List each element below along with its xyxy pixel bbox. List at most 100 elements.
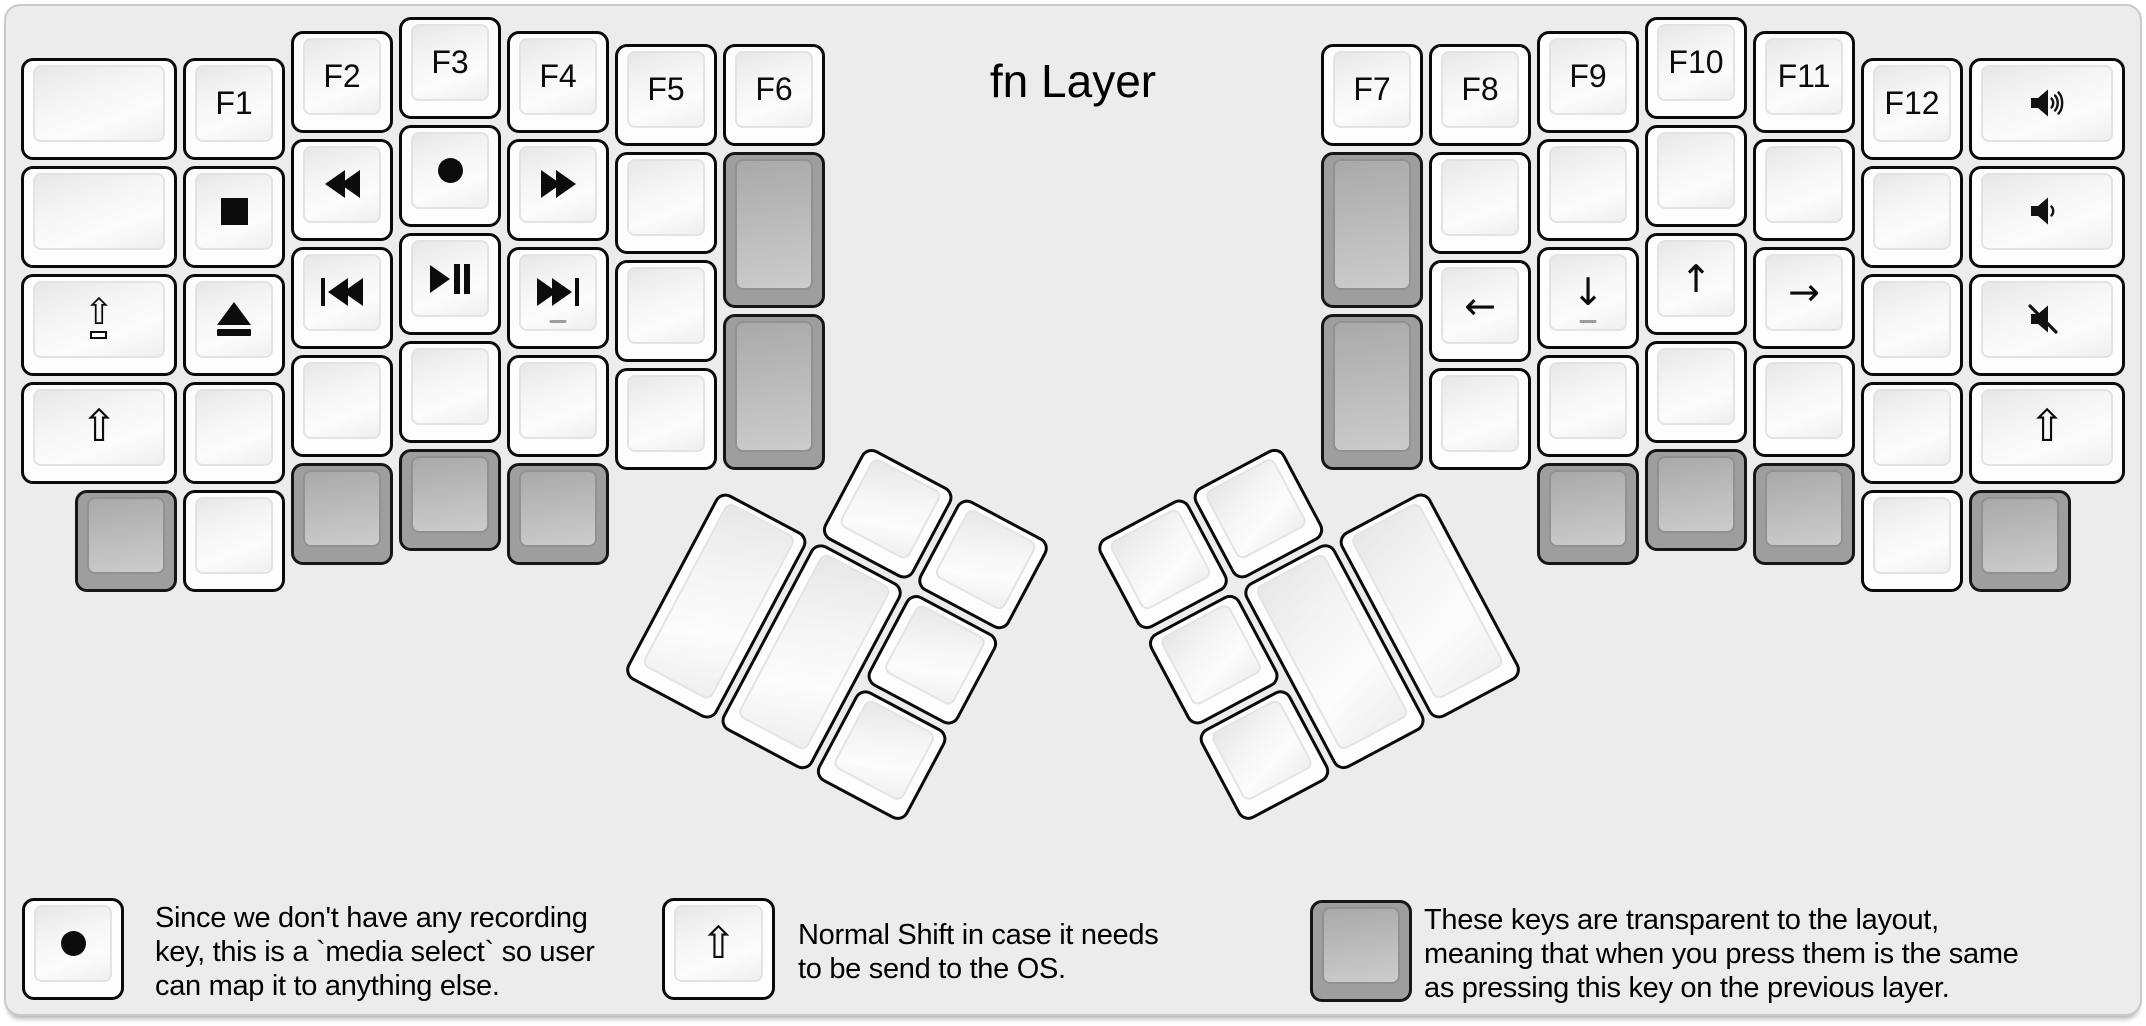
keycap-top [1981,496,2059,574]
keycap-top [1873,280,1951,358]
key-prev-track [291,246,393,349]
key-f5: F5 [615,44,717,146]
key-f12: F12 [1861,57,1963,160]
keycap-top [1107,507,1213,612]
key-label: F8 [1461,71,1499,107]
keycap-top [1441,375,1519,452]
key-f6: F6 [723,44,825,146]
keycap-top: F11 [1765,37,1843,115]
key-shift: ⇧ [21,381,177,484]
key-transparent [507,462,609,565]
keycap-top: F6 [735,51,813,128]
keycap-top [627,159,705,236]
keycap-top [1441,159,1519,236]
arrow-right-icon: → [1788,270,1820,314]
key-transparent [723,314,825,470]
key-label: F12 [1884,84,1940,121]
keycap-top [837,456,943,562]
keycap-top: ⇧ [674,905,763,982]
key-arrow-left: ← [1429,260,1531,362]
keycap-top: F3 [411,24,489,101]
keycap-top [831,697,937,803]
keycap-top [882,602,988,708]
key-next-track [507,246,609,349]
key-blank [1753,138,1855,241]
keycap-top [519,145,597,223]
keycap-top [33,172,165,250]
keycap-top [1333,321,1411,452]
keycap-top: F4 [519,37,597,115]
volume-up-icon [2025,86,2069,120]
key-blank [1429,152,1531,254]
keycap-top: F12 [1873,64,1951,142]
key-transparent [1969,489,2071,592]
key-blank [291,354,393,457]
key-label: F4 [539,57,577,94]
key-transparent [1537,462,1639,565]
stop-icon [220,197,248,225]
key-f10: F10 [1645,17,1747,119]
keycap-top [195,172,273,250]
keycap-top [1322,907,1400,984]
key-transparent [1645,449,1747,551]
keycap-top [1981,64,2113,142]
key-label: F10 [1668,44,1724,80]
keycap-top [411,456,489,533]
keycap-top [1203,456,1309,562]
key-transparent [75,489,177,592]
next-track-icon [537,278,579,306]
keycap-top [1873,172,1951,250]
prev-track-icon [321,278,363,306]
key-play-pause [399,233,501,335]
arrow-left-icon: ← [1464,283,1496,328]
key-transparent [399,449,501,551]
keycap-top: F2 [303,37,381,115]
key-f8: F8 [1429,44,1531,146]
shift-icon: ⇧ [2028,401,2066,452]
keycap-top [1765,361,1843,439]
keycap-top [627,375,705,452]
key-blank [1645,341,1747,443]
keycap-top [1981,172,2113,250]
homing-bump [549,319,567,323]
rewind-icon [324,170,360,198]
keycap-top [1873,388,1951,466]
homing-bump [1579,319,1597,323]
key-f7: F7 [1321,44,1423,146]
keycap-top [1333,159,1411,290]
legend-transparent-keys-text: These keys are transparent to the layout… [1424,904,2019,1004]
volume-down-icon [2025,194,2069,228]
keycap-top [195,496,273,574]
keycap-top: F5 [627,51,705,128]
keycap-top [303,253,381,331]
key-transparent [291,462,393,565]
key-blank [615,152,717,254]
key-label: F1 [215,84,253,121]
key-f4: F4 [507,30,609,133]
key-label: F7 [1353,71,1391,107]
key-label: F9 [1569,57,1607,94]
key-record [399,125,501,227]
keycap-top [195,280,273,358]
key-arrow-up: ↑ [1645,233,1747,335]
key-blank [1861,165,1963,268]
key-blank [507,354,609,457]
keycap-top [1873,496,1951,574]
keycap-top [1657,456,1735,533]
key-label: F5 [647,71,685,107]
key-shift: ⇧ [662,898,775,1000]
key-f3: F3 [399,17,501,119]
fast-forward-icon [540,170,576,198]
key-rewind [291,138,393,241]
keycap-top [1981,280,2113,358]
eject-icon [217,302,251,336]
key-volume-down [1969,165,2125,268]
keycap-top [87,496,165,574]
key-f1: F1 [183,57,285,160]
key-blank [1861,381,1963,484]
keycap-top: ← [1441,267,1519,344]
key-label: F11 [1777,57,1831,94]
keycap-top: F9 [1549,37,1627,115]
key-arrow-down: ↓ [1537,246,1639,349]
caps-lock-icon: ⇧ [84,295,114,339]
